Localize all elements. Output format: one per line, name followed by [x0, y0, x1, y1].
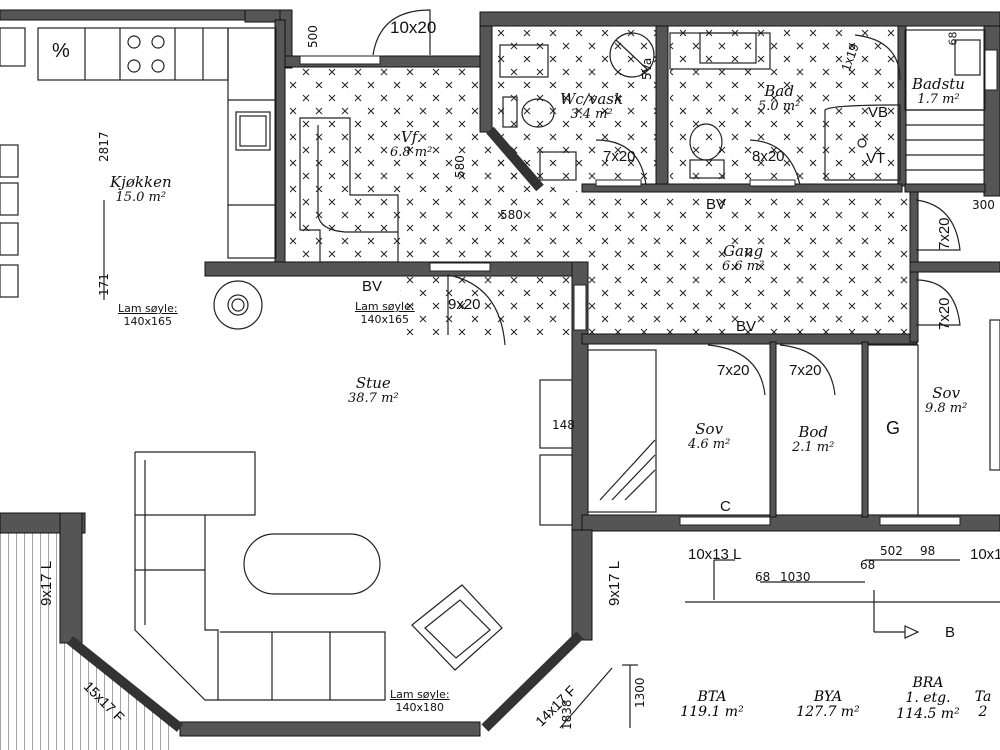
area-code: BRA [912, 675, 944, 691]
windows [299, 49, 998, 526]
area-bra: BRA 1. etg. 114.5 m² [888, 675, 968, 722]
area-bta: BTA 119.1 m² [672, 689, 752, 721]
marker-g: G [886, 418, 901, 438]
column-size: 140x165 [360, 313, 410, 327]
room-name: Badstu [912, 75, 965, 93]
angled-walls [66, 126, 584, 732]
room-label-stue: Stue 38.7 m² [348, 374, 399, 406]
room-name: Sov [695, 420, 724, 438]
marker-b: B [945, 624, 956, 641]
dimension: 580 [453, 155, 467, 178]
area-value: 114.5 m² [896, 705, 960, 722]
door-label: 9x20 [448, 296, 481, 313]
room-label-bad: Bad 5.0 m² [758, 82, 801, 114]
column-note: Lam søyle: 140x165 [355, 300, 415, 326]
area-sub: 1. etg. [905, 690, 951, 707]
area-value: 127.7 m² [796, 704, 860, 721]
marker-c: C [720, 498, 731, 515]
dimension: 68 [755, 570, 771, 584]
room-label-bod: Bod 2.1 m² [792, 423, 835, 455]
dimension: 1030 [780, 570, 811, 584]
room-name: Sov [932, 384, 961, 402]
room-area: 2.1 m² [792, 439, 835, 455]
column-size: 140x165 [123, 315, 173, 329]
room-label-badstu: Badstu 1.7 m² [912, 75, 965, 107]
column-note: Lam søyle: 140x165 [118, 302, 178, 328]
marker-bv: BV [736, 318, 757, 335]
area-code: BTA [697, 689, 727, 705]
window-label: 10x13 L [688, 546, 742, 563]
room-area: 3.4 m² [570, 106, 613, 122]
area-ta: Ta 2 [968, 690, 998, 721]
door-label: 7x20 [717, 362, 750, 379]
area-code: BYA [813, 689, 843, 705]
room-name: Vf. [400, 128, 422, 146]
column-title: Lam søyle: [390, 688, 450, 701]
dimension: 580 [500, 208, 523, 222]
room-area: 6.6 m² [722, 258, 765, 274]
column-size: 140x180 [395, 701, 445, 715]
area-code: Ta [974, 690, 992, 705]
deck-area [0, 520, 175, 750]
dimension: 68 [946, 31, 960, 46]
door-label: 7x20 [936, 297, 953, 330]
door-label: 7x20 [603, 148, 636, 165]
window-label: 9x17 L [606, 560, 623, 606]
area-bya: BYA 127.7 m² [788, 689, 868, 721]
dimension: 500 [306, 25, 320, 48]
room-label-wc: Wc/vask 3.4 m² [560, 90, 624, 122]
marker-bv: BV [706, 196, 727, 213]
room-area: 4.6 m² [688, 436, 731, 452]
door-label: 7x20 [789, 362, 822, 379]
room-label-vfj: Vf. 6.8 m² [390, 128, 433, 160]
window-label: 10x1 [970, 546, 1000, 563]
room-label-kjokken: Kjøkken 15.0 m² [110, 173, 172, 205]
dimension: 98 [920, 544, 936, 558]
door-label: 10x20 [390, 18, 437, 37]
room-name: Wc/vask [560, 90, 624, 108]
room-area: 9.8 m² [925, 400, 968, 416]
room-area: 1.7 m² [917, 91, 960, 107]
percent-symbol: % [52, 40, 70, 62]
room-label-sov-right: Sov 9.8 m² [925, 384, 968, 416]
room-area: 15.0 m² [115, 189, 167, 205]
room-name: Stue [355, 374, 391, 392]
marker-vt: VT [866, 150, 886, 167]
column-note: Lam søyle: 140x180 [390, 688, 450, 714]
fixtures [0, 9, 1000, 729]
dimension: 171 [97, 273, 111, 296]
dimension: 5Va [640, 57, 654, 80]
marker-vb: VB [868, 104, 889, 121]
dimension: 68 [860, 558, 876, 572]
room-name: Gang [723, 242, 764, 260]
room-area: 38.7 m² [348, 390, 399, 406]
column-title: Lam søyle: [118, 302, 178, 315]
area-value: 2 [978, 704, 988, 721]
window-label: 9x17 L [38, 560, 55, 606]
door-label: 8x20 [752, 148, 785, 165]
room-label-gang: Gang 6.6 m² [722, 242, 765, 274]
room-name: Kjøkken [110, 173, 172, 191]
door-label: 7x20 [936, 217, 953, 250]
room-name: Bod [798, 423, 828, 441]
dimension: 502 [880, 544, 903, 558]
room-label-sov-small: Sov 4.6 m² [688, 420, 731, 452]
dimension: 148 [552, 418, 575, 432]
room-name: Bad [764, 82, 794, 100]
dimension: 1838 [560, 699, 574, 730]
room-area: 5.0 m² [758, 98, 801, 114]
column-title: Lam søyle: [355, 300, 415, 313]
room-area: 6.8 m² [390, 144, 433, 160]
marker-bv: BV [362, 278, 383, 295]
dimension: 2817 [97, 131, 111, 162]
area-value: 119.1 m² [680, 704, 744, 721]
dimension: 300 [972, 198, 995, 212]
dimension: 1300 [633, 677, 647, 708]
